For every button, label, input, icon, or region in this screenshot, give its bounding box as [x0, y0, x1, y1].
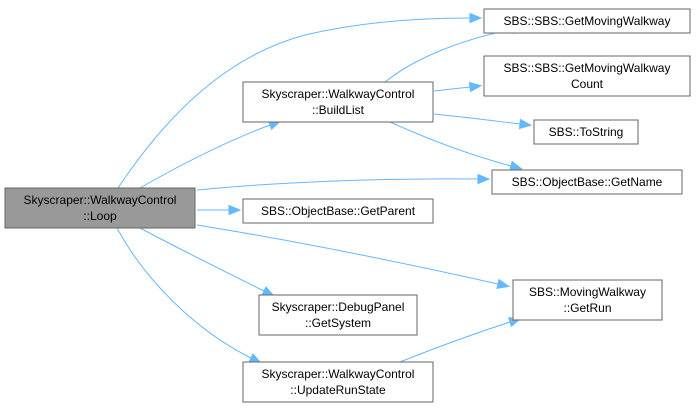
node-box: [483, 55, 691, 97]
node-update-run-state[interactable]: Skyscraper::WalkwayControl::UpdateRunSta…: [242, 361, 434, 403]
edge-line: [116, 227, 252, 359]
edge-loop-to-get-moving-walkway: [117, 12, 483, 189]
node-label-line: SBS::ObjectBase::GetName: [512, 175, 663, 189]
edge-loop-to-get-name: [196, 173, 491, 191]
node-box: [491, 169, 683, 195]
edge-build-list-to-get-moving-walkway-count: [433, 81, 483, 93]
node-box: [483, 8, 691, 34]
node-label-line: ::GetRun: [563, 301, 611, 315]
node-box: [512, 279, 663, 321]
node-label-line: SBS::MovingWalkway: [529, 285, 646, 299]
edge-line: [389, 121, 512, 167]
arrowhead-icon: [477, 173, 491, 185]
node-get-moving-walkway[interactable]: SBS::SBS::GetMovingWalkway: [483, 8, 691, 34]
edge-build-list-to-to-string: [433, 113, 533, 130]
edge-line: [139, 227, 265, 292]
nodes-layer: Skyscraper::WalkwayControl::LoopSkyscrap…: [4, 8, 691, 403]
edge-line: [433, 113, 521, 125]
node-label-line: ::BuildList: [312, 103, 365, 117]
arrowhead-icon: [509, 160, 523, 171]
node-get-system[interactable]: Skyscraper::DebugPanel::GetSystem: [258, 294, 418, 336]
node-label-line: SBS::ObjectBase::GetParent: [261, 204, 416, 218]
edge-build-list-to-get-name: [389, 121, 523, 171]
node-label-line: Count: [571, 77, 604, 91]
edge-line: [433, 86, 471, 92]
arrowhead-icon: [228, 204, 242, 216]
node-box: [242, 361, 434, 403]
edge-line: [399, 321, 511, 363]
arrowhead-icon: [469, 12, 483, 24]
node-get-name[interactable]: SBS::ObjectBase::GetName: [491, 169, 683, 195]
arrowhead-icon: [496, 278, 511, 290]
arrowhead-icon: [468, 81, 483, 93]
edge-line: [196, 178, 479, 191]
node-get-run[interactable]: SBS::MovingWalkway::GetRun: [512, 279, 663, 321]
edge-line: [196, 224, 499, 285]
node-loop[interactable]: Skyscraper::WalkwayControl::Loop: [4, 187, 196, 229]
edge-loop-to-get-parent: [197, 204, 242, 216]
node-label-line: Skyscraper::DebugPanel: [272, 300, 405, 314]
edge-update-run-state-to-get-run: [399, 317, 522, 363]
node-get-parent[interactable]: SBS::ObjectBase::GetParent: [242, 198, 434, 224]
edge-loop-to-get-system: [139, 227, 276, 297]
arrowhead-icon: [518, 118, 533, 130]
node-box: [242, 198, 434, 224]
node-label-line: ::GetSystem: [305, 316, 371, 330]
node-label-line: SBS::SBS::GetMovingWalkway: [504, 61, 671, 75]
edge-loop-to-get-run: [196, 224, 511, 290]
node-label-line: ::Loop: [83, 209, 117, 223]
node-box: [242, 81, 434, 123]
edge-line: [139, 124, 271, 189]
node-box: [4, 187, 196, 229]
node-label-line: ::UpdateRunState: [290, 383, 386, 397]
node-label-line: SBS::SBS::GetMovingWalkway: [504, 14, 671, 28]
edge-line: [117, 17, 471, 189]
node-label-line: Skyscraper::WalkwayControl: [262, 367, 415, 381]
node-to-string[interactable]: SBS::ToString: [533, 119, 639, 145]
edge-loop-to-update-run-state: [116, 227, 263, 364]
node-label-line: Skyscraper::WalkwayControl: [262, 87, 415, 101]
node-build-list[interactable]: Skyscraper::WalkwayControl::BuildList: [242, 81, 434, 123]
node-label-line: Skyscraper::WalkwayControl: [24, 193, 177, 207]
node-box: [258, 294, 418, 336]
node-label-line: SBS::ToString: [549, 125, 624, 139]
node-box: [533, 119, 639, 145]
